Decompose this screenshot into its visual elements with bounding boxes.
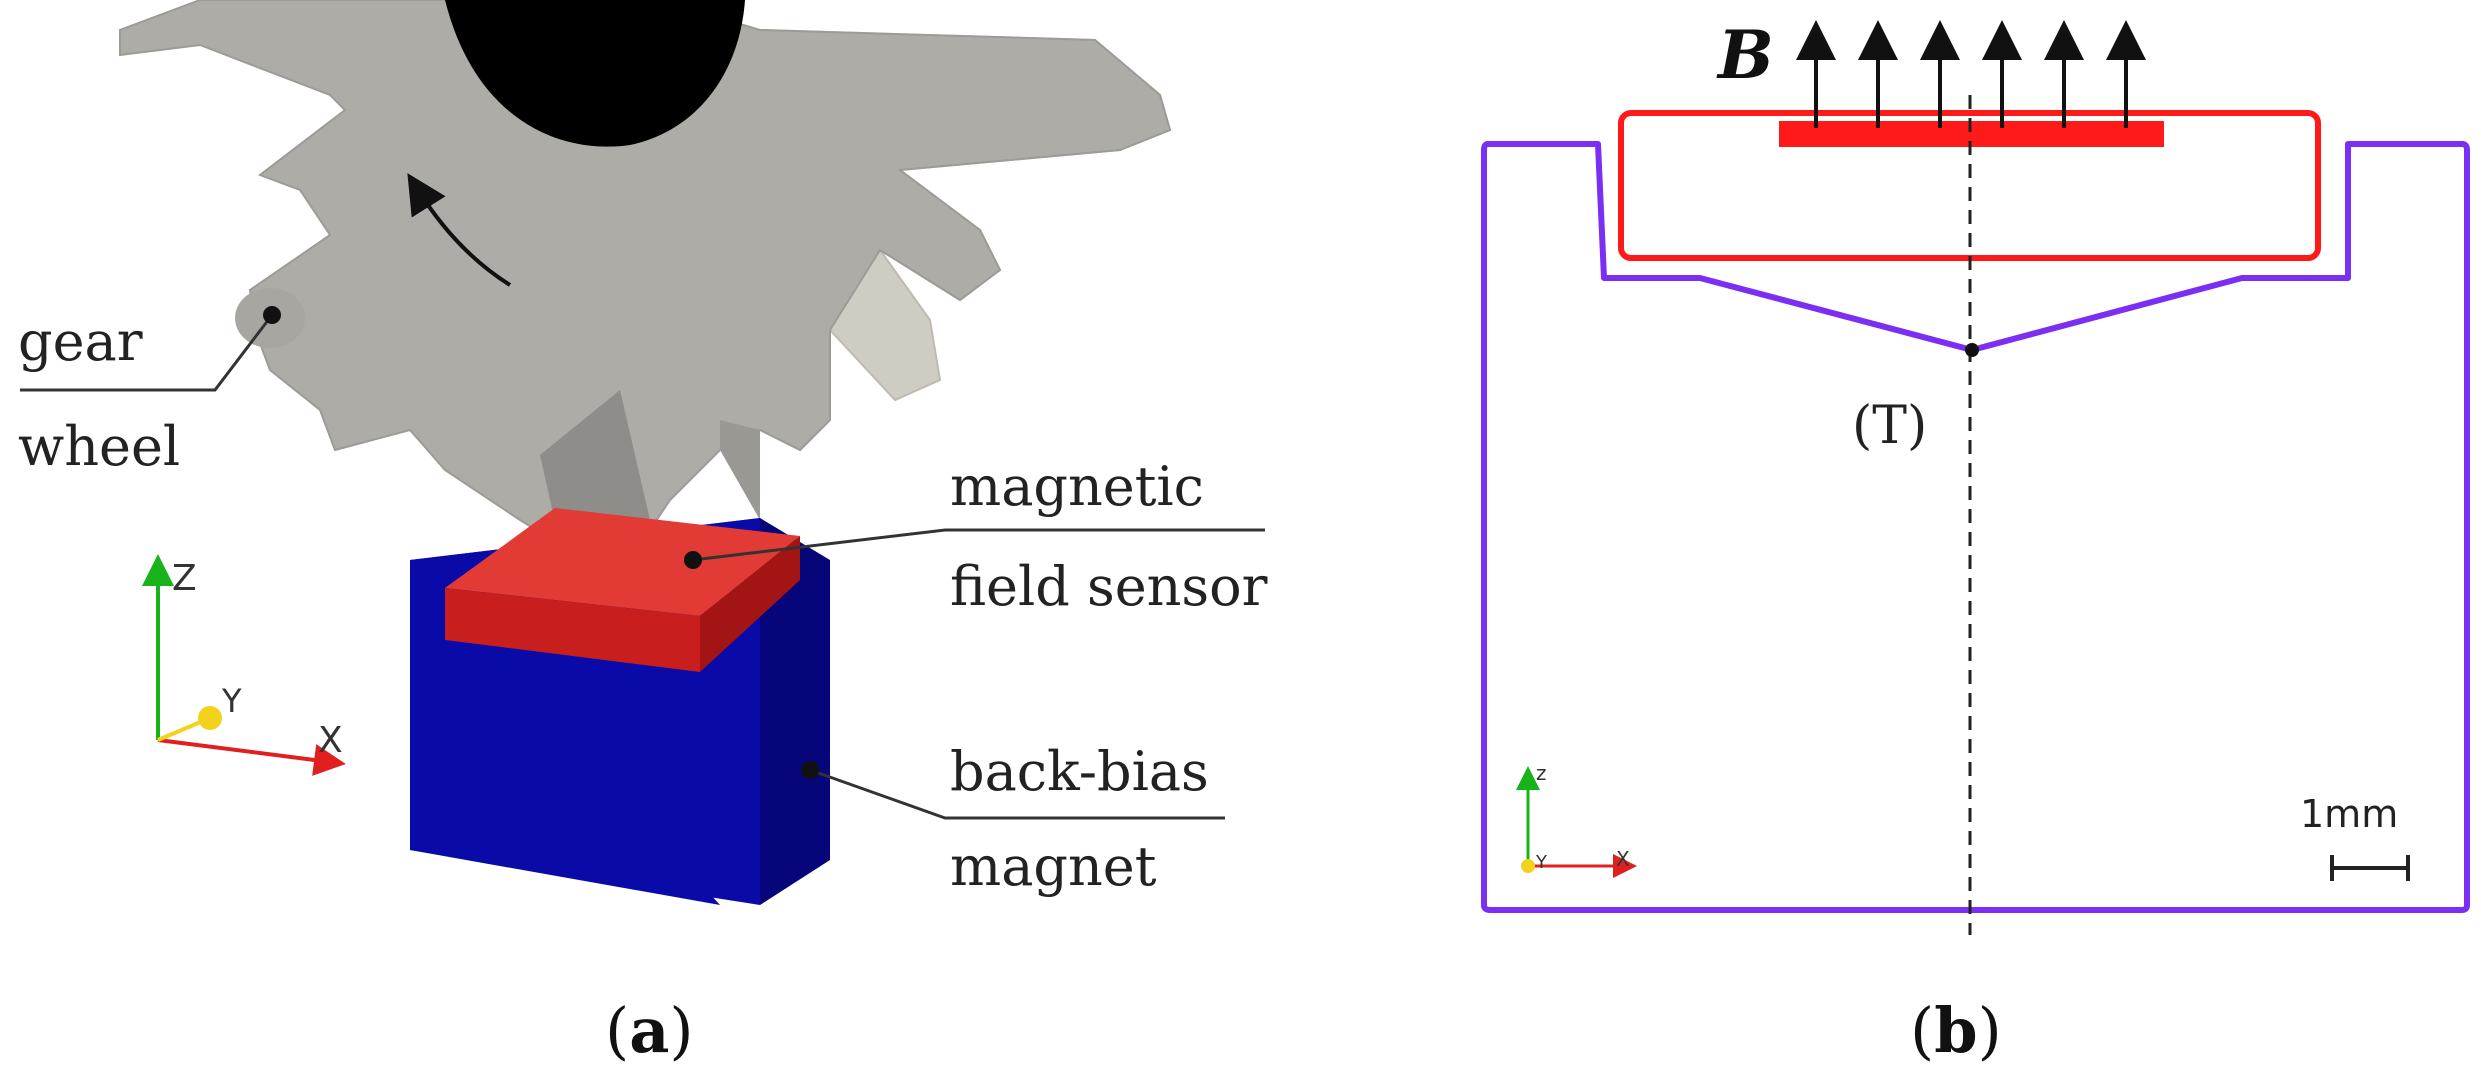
axis-b-y-ball	[1521, 859, 1535, 873]
field-arrows	[1796, 20, 2146, 128]
axis-a-x-label: X	[318, 720, 343, 761]
caption-b-letter: b	[1934, 994, 1977, 1067]
sensor-side	[700, 536, 800, 672]
axis-b-y-label: Y	[1535, 852, 1548, 873]
gear-hub-hole	[445, 0, 745, 147]
scale-bar	[2330, 855, 2410, 881]
gear-wheel	[119, 0, 1172, 546]
gear-label-line2: wheel	[18, 415, 180, 478]
sensor-label-line2: field sensor	[950, 555, 1268, 618]
gear-leader-dot	[263, 306, 281, 324]
axis-a-x	[157, 738, 346, 776]
magnet-label-line2: magnet	[950, 835, 1157, 898]
caption-a-open: (	[605, 994, 629, 1067]
magnetic-field-sensor	[445, 508, 800, 672]
point-t-dot	[1965, 343, 1979, 357]
axis-a-y-label: Y	[221, 682, 242, 720]
caption-a: (a)	[605, 994, 694, 1067]
gear-tooth-shadow	[540, 390, 650, 545]
sensor-top	[445, 508, 800, 616]
sensor-leader	[692, 528, 1265, 562]
magnet-leader-dot	[801, 761, 819, 779]
field-label-b: B	[1716, 16, 1774, 94]
sensor-label-line1: magnetic	[950, 455, 1204, 518]
axis-b-z-label: z	[1536, 761, 1547, 785]
axis-a-y-ball	[198, 706, 222, 730]
rotation-arrow	[407, 173, 512, 287]
panel-b: (T) B z Y X 1mm (b)	[1481, 16, 2470, 1067]
magnet-label-line1: back-bias	[950, 740, 1209, 803]
caption-a-close: )	[669, 994, 693, 1067]
caption-b-close: )	[1978, 994, 2002, 1067]
caption-b: (b)	[1910, 994, 2002, 1067]
axis-a-z-label: Z	[172, 558, 197, 599]
point-t-label: (T)	[1852, 396, 1927, 456]
gear-tooth-shadow-2	[720, 420, 760, 520]
leader-lines	[20, 314, 1265, 820]
caption-b-open: (	[1910, 994, 1934, 1067]
axis-triad-a: Z Y X	[142, 554, 346, 776]
scale-bar-label: 1mm	[2300, 792, 2398, 836]
sensor-front	[445, 588, 700, 672]
gear-leader	[20, 314, 274, 392]
magnet-leader	[809, 768, 1225, 820]
panel-a: gear wheel magnetic field sensor back-bi…	[18, 0, 1268, 1067]
axis-b-x-label: X	[1616, 847, 1630, 871]
magnet-side	[760, 518, 830, 905]
caption-a-letter: a	[629, 994, 669, 1067]
magnet-outline	[1481, 141, 2470, 913]
axis-triad-b: z Y X	[1516, 761, 1637, 878]
gear-face	[119, 0, 1172, 546]
sensor-leader-dot	[684, 551, 702, 569]
gear-label-line1: gear	[18, 310, 143, 373]
